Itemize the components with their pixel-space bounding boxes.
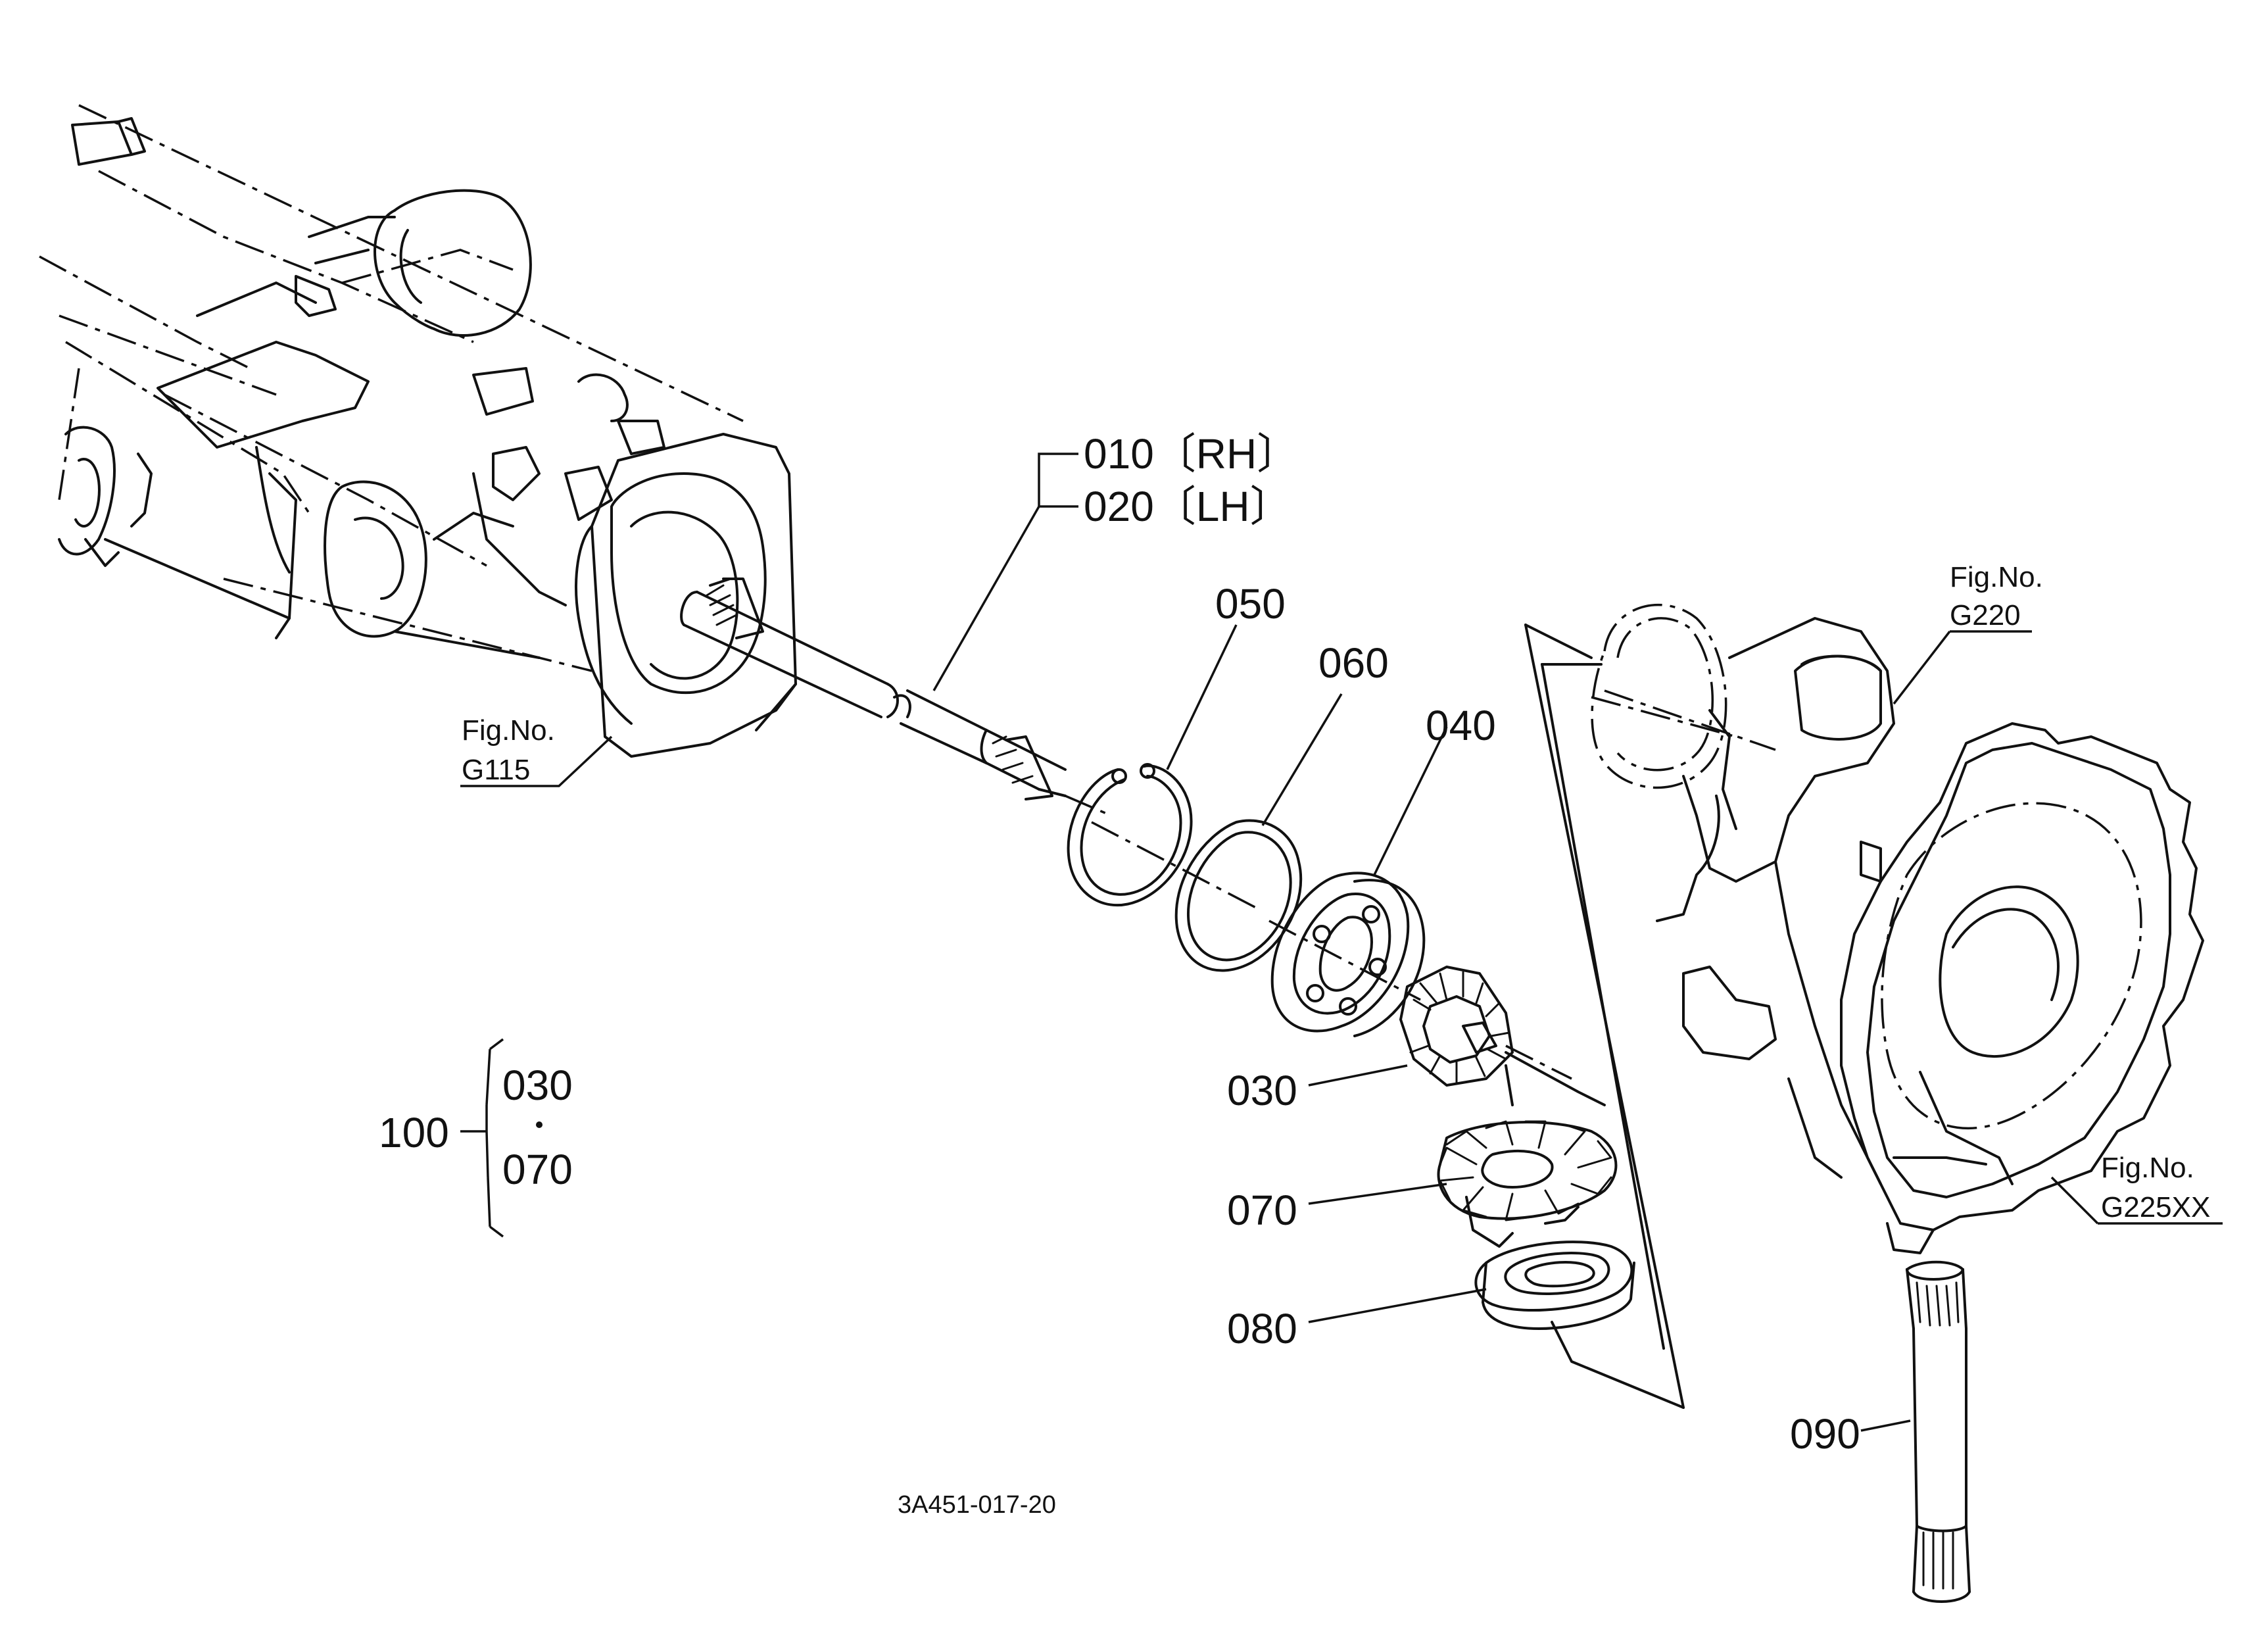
label-assembly-070: 070 — [502, 1146, 573, 1193]
fig-ref-right-prefix: Fig.No. — [2101, 1152, 2194, 1184]
label-080: 080 — [1227, 1305, 1297, 1352]
label-020: 020〔LH〕 — [1084, 483, 1292, 530]
label-assembly-100: 100 — [379, 1109, 449, 1156]
output-shaft-090-drawing — [1906, 1260, 1971, 1603]
label-050: 050 — [1215, 580, 1286, 627]
label-060: 060 — [1318, 639, 1389, 687]
part-labels: 010〔RH〕 020〔LH〕 050 060 040 030 070 080 … — [379, 430, 1860, 1458]
fig-ref-left-code: G115 — [462, 754, 530, 786]
axle-shaft-drawing — [680, 578, 1112, 817]
axle-housing-drawing — [39, 104, 797, 758]
fig-ref-top-right-code: G220 — [1950, 599, 2021, 631]
label-090: 090 — [1790, 1410, 1860, 1458]
bearing-080-drawing — [1474, 1241, 1635, 1330]
label-assembly-030: 030 — [502, 1062, 573, 1109]
washer-060-drawing — [1091, 819, 1303, 972]
drawing-code: 3A451-017-20 — [898, 1491, 1056, 1519]
label-040: 040 — [1426, 702, 1496, 749]
ball-bearing-040-drawing — [1268, 872, 1426, 1037]
leader-lines — [460, 453, 2223, 1432]
figure-references: Fig.No. G115 Fig.No. G220 Fig.No. G225XX — [462, 561, 2210, 1223]
fig-ref-right-code: G225XX — [2101, 1191, 2210, 1223]
bevel-pinion-030-drawing — [1399, 966, 1572, 1087]
label-010: 010〔RH〕 — [1084, 430, 1299, 478]
bevel-gear-070-drawing — [1437, 1120, 1618, 1248]
separator-dot — [536, 1121, 543, 1128]
label-070: 070 — [1227, 1187, 1297, 1234]
snap-ring-050-drawing — [1067, 763, 1193, 907]
final-case-housing-drawing — [1591, 603, 2204, 1254]
fig-ref-left-prefix: Fig.No. — [462, 714, 555, 747]
subassembly-bracket-drawing — [1505, 624, 1685, 1409]
label-030: 030 — [1227, 1067, 1297, 1114]
fig-ref-top-right-prefix: Fig.No. — [1950, 561, 2043, 593]
